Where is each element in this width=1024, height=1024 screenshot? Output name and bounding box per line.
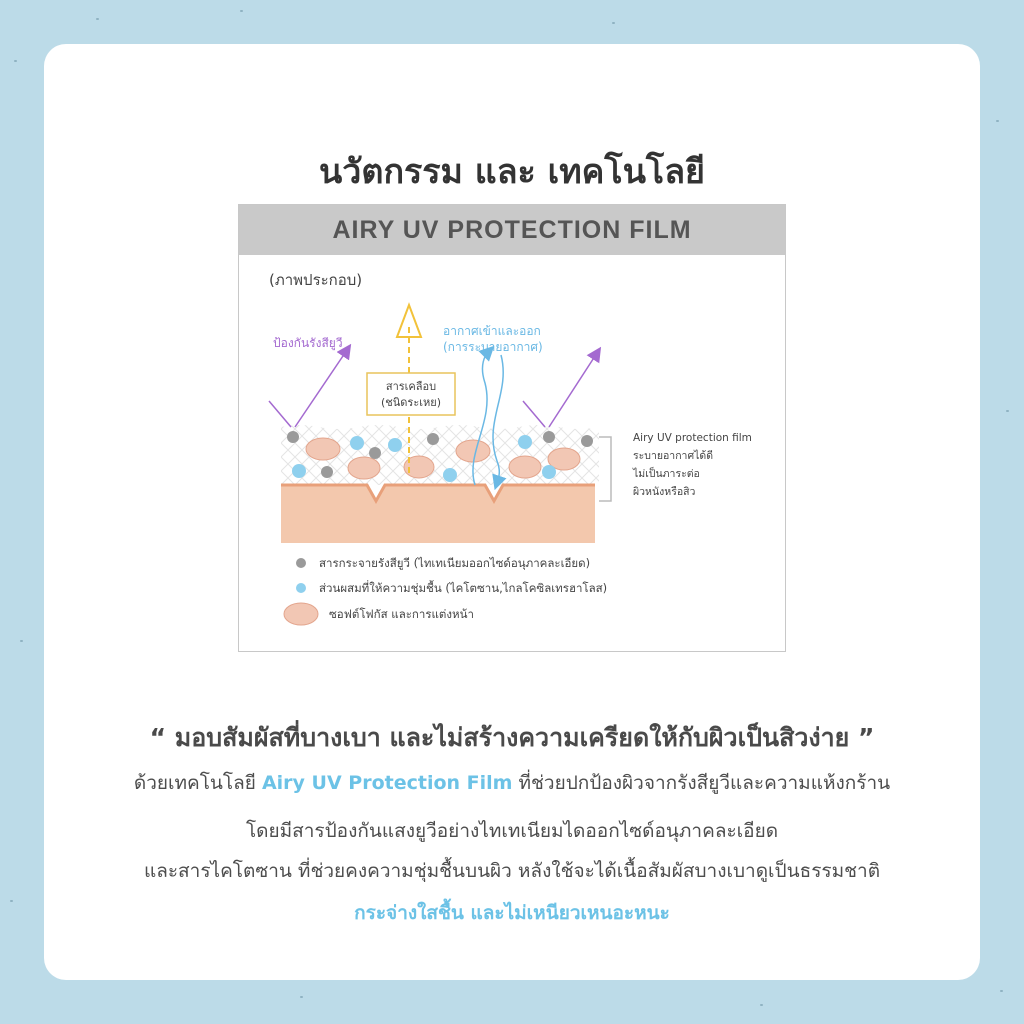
uv-deflect-arrow — [548, 346, 602, 428]
uv-protection-label: ป้องกันรังสียูวี — [273, 336, 343, 351]
moisture-particle — [518, 435, 532, 449]
soft-focus-particle — [403, 455, 435, 479]
soft-focus-particle — [347, 456, 381, 480]
uv-scatter-particle — [581, 435, 593, 447]
body-line-1-pre: ด้วยเทคโนโลยี — [133, 772, 262, 794]
side-note-line: ผิวหนังหรือสิว — [633, 485, 696, 498]
side-note-line: ไม่เป็นภาระต่อ — [632, 466, 700, 480]
diagram-header: AIRY UV PROTECTION FILM — [239, 205, 785, 255]
legend-label: ส่วนผสมที่ให้ความชุ่มชื้น (ไคโตซาน,ไกลโค… — [319, 580, 607, 595]
uv-deflect-arrow — [294, 343, 352, 428]
coating-label-sub: (ชนิดระเหย) — [381, 396, 441, 409]
technology-diagram: AIRY UV PROTECTION FILM (ภาพประกอบ) — [238, 204, 786, 652]
legend-marker-blue — [296, 583, 306, 593]
uv-scatter-particle — [543, 431, 555, 443]
uv-scatter-particle — [369, 447, 381, 459]
uv-scatter-particle — [321, 466, 333, 478]
skin-layer — [281, 485, 595, 543]
diagram-illustration: (ภาพประกอบ) ป้องกันรังสียู — [268, 271, 752, 626]
soft-focus-particle — [547, 447, 581, 471]
diagram-caption: (ภาพประกอบ) — [269, 271, 362, 289]
moisture-particle — [542, 465, 556, 479]
moisture-particle — [388, 438, 402, 452]
air-out-arrow — [472, 345, 495, 486]
body-line-2: โดยมีสารป้องกันแสงยูวีอย่างไทเทเนียมไดออ… — [245, 820, 779, 842]
uv-scatter-particle — [427, 433, 439, 445]
soft-focus-particle — [305, 437, 341, 461]
coating-box — [366, 372, 456, 416]
legend-marker-grey — [296, 558, 306, 568]
soft-focus-particle — [508, 455, 542, 479]
body-line-3: และสารไคโตซาน ที่ช่วยคงความชุ่มชื้นบนผิว… — [143, 860, 881, 882]
air-in-arrow — [492, 354, 507, 491]
moisture-particle — [350, 436, 364, 450]
page-title: นวัตกรรม และ เทคโนโลยี — [319, 152, 705, 192]
body-line-1-post: ที่ช่วยปกป้องผิวจากรังสียูวีและความแห้งก… — [512, 772, 891, 794]
moisture-particle — [443, 468, 457, 482]
moisture-particle — [292, 464, 306, 478]
side-note-line: ระบายอากาศได้ดี — [633, 449, 713, 462]
legend-label: สารกระจายรังสียูวี (ไทเทเนียมออกไซด์อนุภ… — [319, 556, 590, 570]
uv-scatter-particle — [287, 431, 299, 443]
product-highlight: Airy UV Protection Film — [261, 772, 513, 794]
side-note-line: Airy UV protection film — [633, 432, 752, 444]
air-flow-label-sub: (การระบายอากาศ) — [443, 340, 543, 354]
legend-marker-ellipse — [283, 602, 319, 626]
quote-text: “ มอบสัมผัสที่บางเบา และไม่สร้างความเครี… — [149, 723, 875, 752]
legend-label: ซอฟต์โฟกัส และการแต่งหน้า — [329, 607, 474, 621]
coating-label: สารเคลือบ — [386, 380, 436, 393]
soft-focus-particle — [455, 439, 491, 463]
air-flow-label: อากาศเข้าและออก — [443, 324, 541, 338]
body-line-4: กระจ่างใสชื้น และไม่เหนียวเหนอะหนะ — [354, 902, 670, 924]
body-line-1: ด้วยเทคโนโลยี Airy UV Protection Film ที… — [0, 768, 1024, 798]
